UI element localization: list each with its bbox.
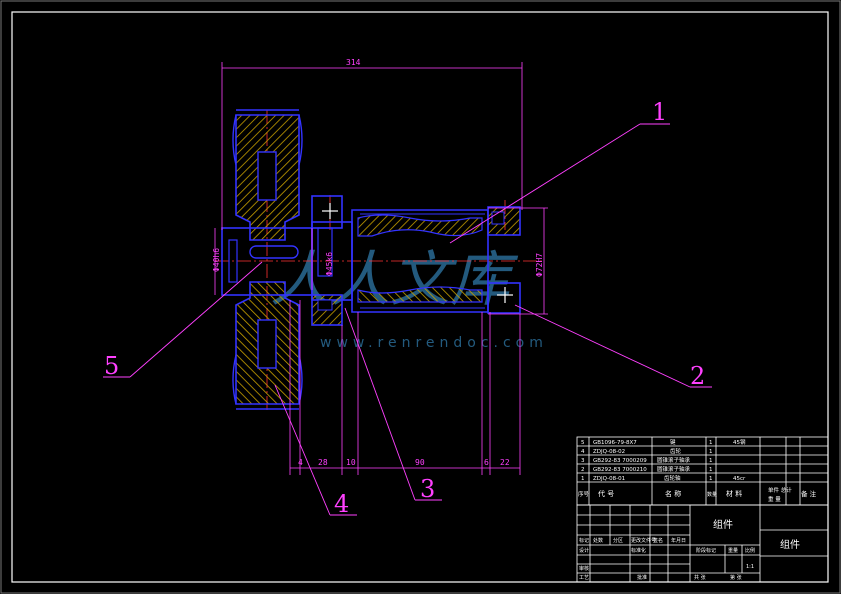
- dim-seg-3: 10: [346, 458, 356, 467]
- tb-approve: 批准: [637, 574, 647, 581]
- row-2-name: 圆锥滚子轴承: [657, 465, 691, 473]
- tb-sheets: 共 张: [694, 574, 706, 581]
- header-single-weight: 单件 总计: [768, 486, 792, 494]
- leaders: [103, 123, 712, 516]
- tb-review: 审核: [579, 565, 589, 572]
- header-name: 名 称: [665, 489, 681, 498]
- row-1-name: 齿轮轴: [664, 474, 681, 482]
- tb-date: 年月日: [671, 537, 686, 544]
- tb-count: 处数: [593, 537, 603, 544]
- balloon-labels: 1 2 3 4 5: [104, 98, 705, 518]
- row-3-no: 3: [581, 458, 585, 464]
- watermark-logo-text: 人人文库: [270, 245, 519, 315]
- dim-overall-length: 314: [346, 58, 361, 67]
- balloon-1: 1: [652, 98, 667, 126]
- parts-list: [576, 436, 829, 506]
- dimensions: [214, 62, 548, 475]
- dim-seg-6: 22: [500, 458, 510, 467]
- row-3-code: GB292-83 7000209: [593, 458, 647, 464]
- tb-process: 工艺: [579, 575, 589, 581]
- dim-seg-4: 90: [415, 458, 425, 467]
- balloon-2: 2: [690, 362, 705, 390]
- row-4-qty: 1: [709, 449, 713, 455]
- row-3-name: 圆锥滚子轴承: [657, 456, 691, 464]
- tb-scale-value: 1:1: [746, 564, 754, 570]
- balloon-3: 3: [420, 475, 435, 503]
- row-3-qty: 1: [709, 458, 713, 464]
- parts-list-rows: 5 GB1096-79-8X7 键 1 45钢 4 ZDJQ-08-02 齿轮 …: [581, 438, 746, 482]
- row-2-code: GB292-83 7000210: [593, 467, 647, 473]
- tb-signature: 签名: [653, 537, 663, 544]
- tb-change-doc: 更改文件号: [631, 537, 656, 544]
- row-5-qty: 1: [709, 440, 713, 446]
- parts-list-header: 序号 代 号 名 称 数量 材 料 单件 总计 重 量 备 注: [578, 486, 817, 503]
- balloon-5: 5: [104, 352, 119, 380]
- row-4-name: 齿轮: [670, 447, 682, 455]
- row-1-code: ZDJQ-08-01: [593, 476, 625, 482]
- balloon-4: 4: [334, 490, 349, 518]
- row-2-no: 2: [581, 467, 585, 473]
- drawing-border: [11, 11, 829, 583]
- dim-seg-5: 6: [484, 458, 489, 467]
- dim-dia-mid: Φ45k6: [325, 252, 334, 276]
- dim-seg-1: 4: [298, 458, 303, 467]
- row-5-no: 5: [581, 440, 585, 446]
- header-no: 序号: [578, 490, 590, 498]
- tb-drawing-title: 组件: [780, 538, 800, 551]
- row-1-qty: 1: [709, 476, 713, 482]
- dimension-labels: 314 Φ40h6 Φ45k6 Φ72H7 4 28 10 90 6 22: [212, 58, 544, 467]
- row-1-material: 45cr: [733, 476, 746, 482]
- tb-scale: 比例: [745, 547, 755, 554]
- row-2-qty: 1: [709, 467, 713, 473]
- title-block-text: 标记 处数 分区 更改文件号 签名 年月日 设计 标准化 阶段标记 重量 比例 …: [579, 518, 800, 581]
- dim-dia-left: Φ40h6: [212, 248, 221, 272]
- tb-weight: 重量: [728, 547, 738, 554]
- tb-standardize: 标准化: [631, 547, 646, 554]
- gear: [232, 109, 303, 410]
- key: [249, 245, 299, 259]
- row-5-name: 键: [670, 438, 676, 446]
- header-qty: 数量: [707, 491, 717, 498]
- bearing-left: [311, 195, 343, 326]
- dim-seg-2: 28: [318, 458, 328, 467]
- row-1-no: 1: [581, 476, 585, 482]
- header-code: 代 号: [598, 489, 614, 498]
- title-block: [576, 504, 829, 583]
- row-5-material: 45钢: [733, 438, 746, 446]
- tb-design: 设计: [579, 547, 589, 554]
- row-5-code: GB1096-79-8X7: [593, 440, 637, 446]
- row-4-no: 4: [581, 449, 585, 455]
- dim-dia-right: Φ72H7: [535, 253, 544, 277]
- header-remark: 备 注: [801, 489, 817, 498]
- tb-sheet: 第 张: [730, 574, 742, 581]
- header-weight: 重 量: [768, 495, 781, 503]
- header-material: 材 料: [726, 489, 742, 498]
- tb-stage-mark: 阶段标记: [696, 547, 716, 554]
- tb-zone: 分区: [613, 537, 623, 544]
- tb-mark: 标记: [579, 537, 589, 544]
- row-4-code: ZDJQ-08-02: [593, 449, 625, 455]
- watermark-url: www.renrendoc.com: [320, 335, 548, 351]
- tb-title: 组件: [713, 518, 733, 531]
